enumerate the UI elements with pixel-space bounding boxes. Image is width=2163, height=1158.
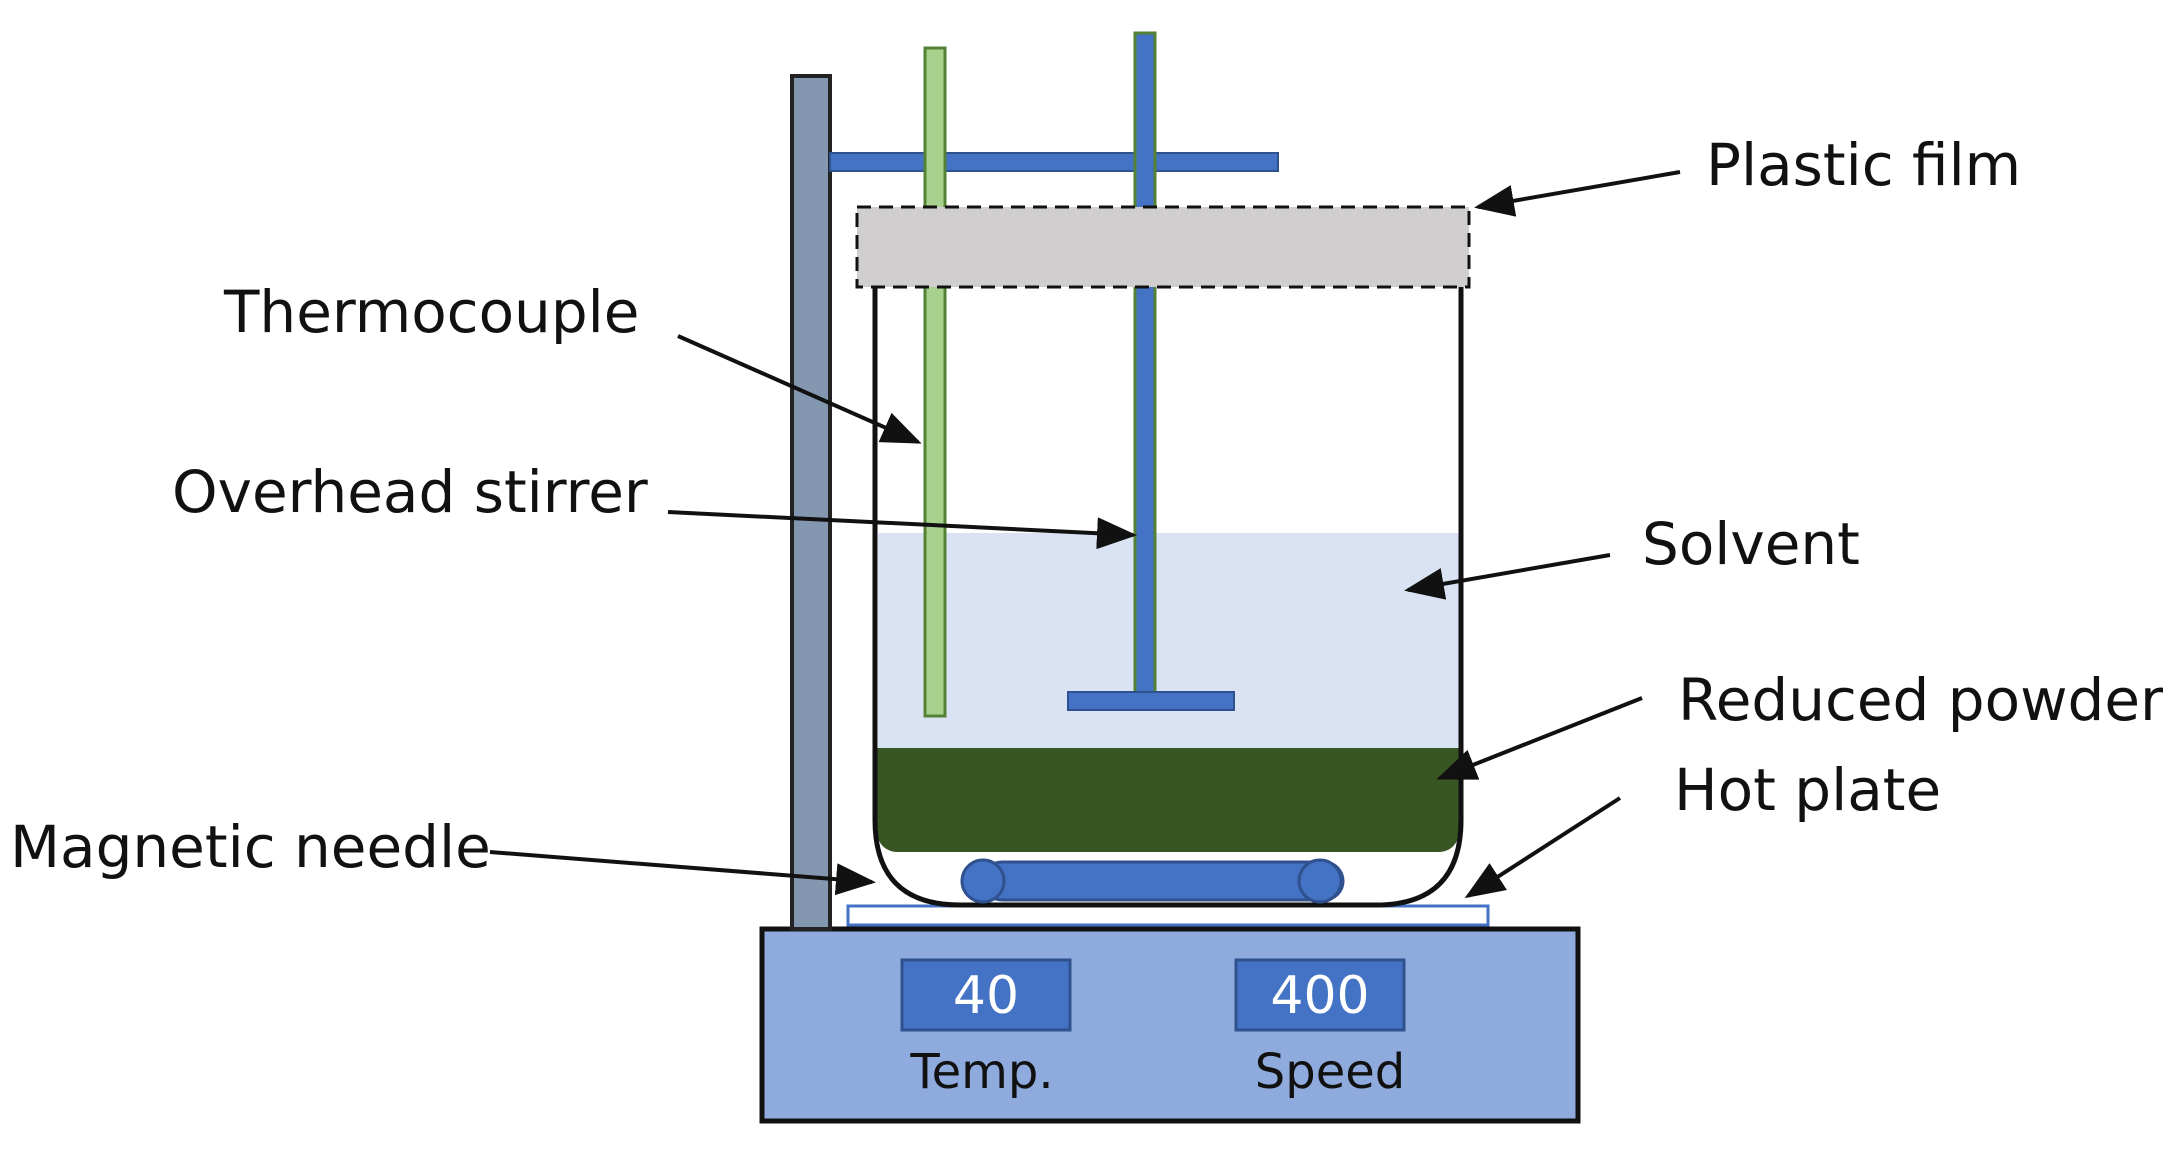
overhead-stirrer xyxy=(1067,31,1235,711)
speed-value: 400 xyxy=(1270,966,1369,1026)
beaker xyxy=(872,287,1464,908)
temp-label: Temp. xyxy=(909,1044,1053,1100)
plastic-film xyxy=(855,205,1471,289)
magnetic-needle-label: Magnetic needle xyxy=(10,813,491,881)
thermocouple-probe xyxy=(923,46,947,718)
stand-rod xyxy=(790,74,832,931)
reduced-powder-arrow xyxy=(1436,696,1643,780)
plastic-film-label: Plastic film xyxy=(1706,131,2021,199)
hot-plate-label: Hot plate xyxy=(1674,756,1941,824)
temp-display xyxy=(900,958,1072,1032)
hot-plate-body xyxy=(759,926,1581,1124)
plastic-film-arrow xyxy=(1474,170,1681,217)
magnetic-needle-arrow xyxy=(489,850,876,896)
solvent-liquid xyxy=(878,533,1460,748)
hot-plate-arrow xyxy=(1464,796,1622,899)
speed-label: Speed xyxy=(1255,1044,1405,1100)
speed-display xyxy=(1234,958,1406,1032)
thermocouple-arrow xyxy=(677,334,922,444)
overhead-stirrer-arrow xyxy=(667,510,1137,550)
reduced-powder-layer xyxy=(875,748,1461,852)
clamp-arm xyxy=(829,152,1279,172)
magnetic-needle xyxy=(960,858,1345,904)
reduced-powder-label: Reduced powder xyxy=(1678,666,2163,734)
thermocouple-label: Thermocouple xyxy=(223,278,639,346)
overhead-stirrer-label: Overhead stirrer xyxy=(172,458,648,526)
solvent-label: Solvent xyxy=(1642,510,1860,578)
hot-plate-pad xyxy=(846,904,1490,927)
solvent-arrow xyxy=(1404,553,1611,600)
temp-value: 40 xyxy=(953,966,1019,1026)
